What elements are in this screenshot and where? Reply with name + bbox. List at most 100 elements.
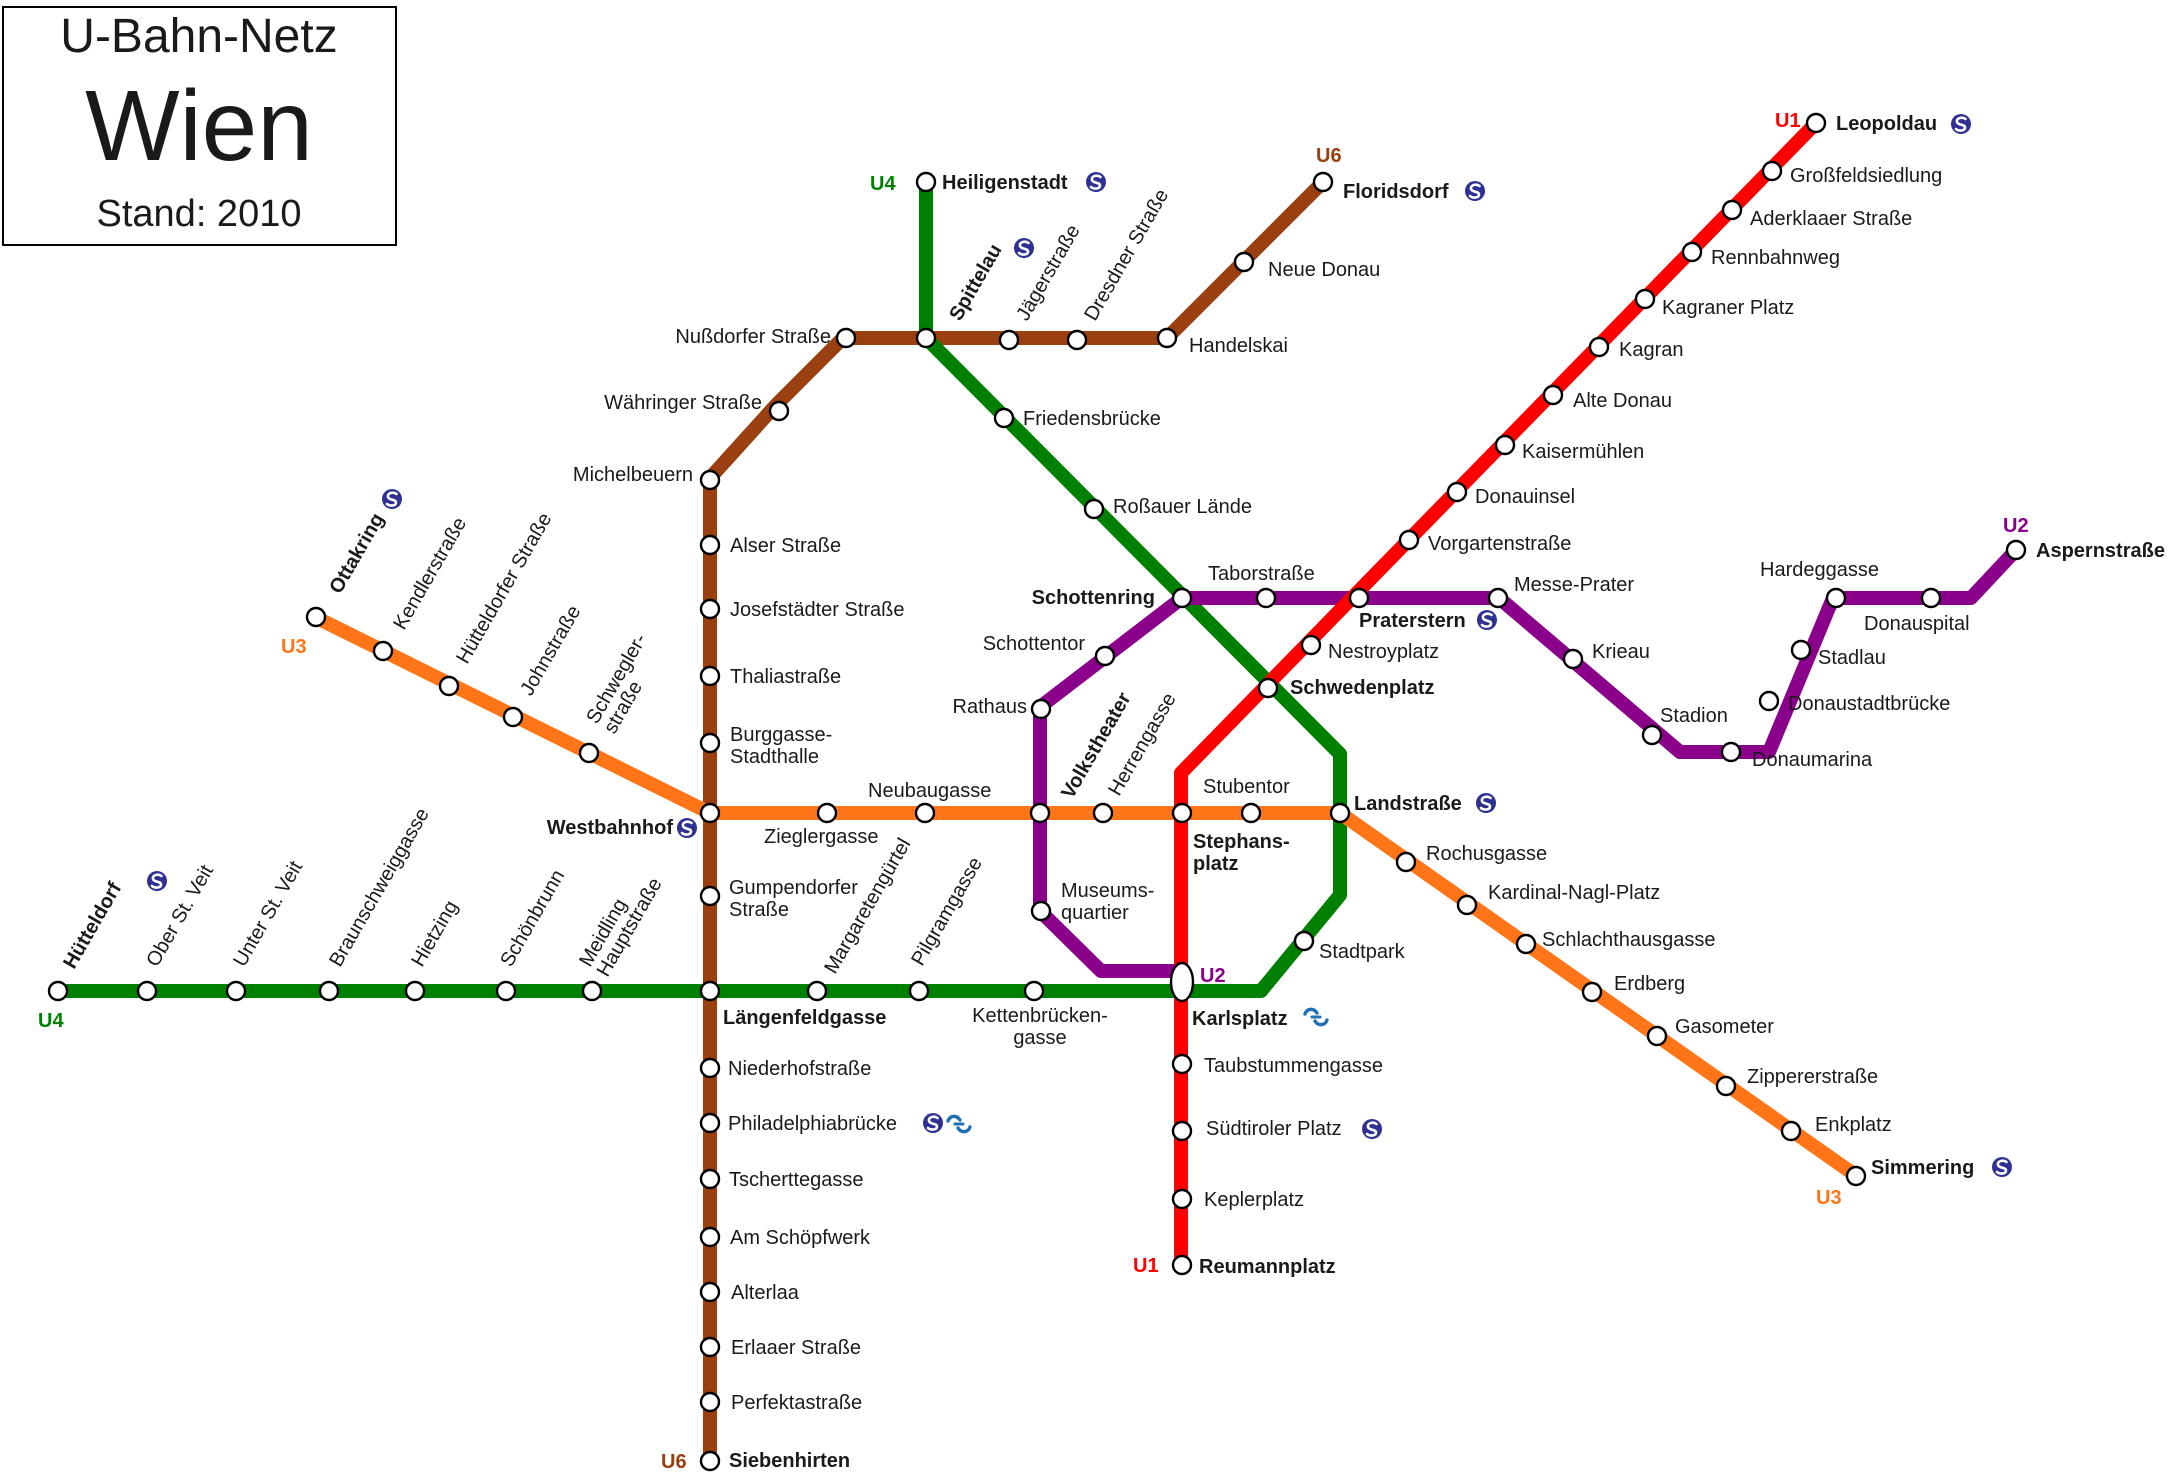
station-vorgartenstrasse[interactable]: Vorgartenstraße bbox=[1398, 529, 1571, 555]
station-marker[interactable] bbox=[1845, 1165, 1867, 1187]
station-marker[interactable] bbox=[1920, 587, 1942, 609]
station-marker[interactable] bbox=[998, 329, 1020, 351]
station-marker[interactable] bbox=[993, 407, 1015, 429]
station-marker[interactable] bbox=[699, 1168, 721, 1190]
station-marker[interactable] bbox=[1721, 199, 1743, 221]
station-marker[interactable] bbox=[305, 606, 327, 628]
station-marker[interactable] bbox=[1329, 802, 1351, 824]
station-stadion[interactable]: Stadion bbox=[1641, 705, 1728, 746]
station-stephansplatz[interactable]: Stephans-platz bbox=[1171, 802, 1290, 875]
station-marker[interactable] bbox=[1030, 900, 1052, 922]
station-marker[interactable] bbox=[1083, 498, 1105, 520]
line-u6-path[interactable] bbox=[703, 177, 1328, 1461]
station-suedtiroler-platz[interactable]: Südtiroler Platz bbox=[1171, 1117, 1384, 1142]
station-erlaaer-strasse[interactable]: Erlaaer Straße bbox=[699, 1336, 861, 1359]
station-erdberg[interactable]: Erdberg bbox=[1581, 973, 1685, 1003]
station-marker[interactable] bbox=[806, 980, 828, 1002]
station-marker[interactable] bbox=[816, 802, 838, 824]
station-marker[interactable] bbox=[915, 327, 937, 349]
station-marker[interactable] bbox=[1542, 384, 1564, 406]
station-margaretenguertel[interactable]: Margaretengürtel bbox=[806, 835, 915, 1002]
station-marker[interactable] bbox=[1494, 434, 1516, 456]
station-marker[interactable] bbox=[1171, 802, 1193, 824]
station-marker[interactable] bbox=[1348, 587, 1370, 609]
station-marker[interactable] bbox=[1825, 587, 1847, 609]
station-ottakring[interactable]: Ottakring bbox=[305, 487, 404, 628]
station-marker[interactable] bbox=[1171, 1188, 1193, 1210]
station-marker[interactable] bbox=[1171, 1120, 1193, 1142]
station-aderklaaer-strasse[interactable]: Aderklaaer Straße bbox=[1721, 199, 1912, 230]
station-neue-donau[interactable]: Neue Donau bbox=[1233, 251, 1380, 281]
station-marker[interactable] bbox=[1156, 327, 1178, 349]
station-marker[interactable] bbox=[1255, 587, 1277, 609]
station-marker[interactable] bbox=[1171, 1254, 1193, 1276]
station-marker[interactable] bbox=[1446, 481, 1468, 503]
station-josefstaedter-strasse[interactable]: Josefstädter Straße bbox=[699, 598, 905, 621]
station-simmering[interactable]: Simmering bbox=[1845, 1155, 2014, 1187]
station-michelbeuern[interactable]: Michelbeuern bbox=[573, 464, 721, 491]
station-marker[interactable] bbox=[1066, 329, 1088, 351]
station-marker[interactable] bbox=[1681, 241, 1703, 263]
station-schweglerstrasse[interactable]: Schwegler-straße bbox=[578, 630, 669, 764]
station-kettenbrueckengasse[interactable]: Kettenbrücken-gasse bbox=[972, 980, 1108, 1049]
station-marker[interactable] bbox=[1312, 171, 1334, 193]
station-westbahnhof[interactable]: Westbahnhof bbox=[547, 802, 721, 840]
station-marker[interactable] bbox=[1171, 587, 1193, 609]
station-neubaugasse[interactable]: Neubaugasse bbox=[868, 780, 991, 824]
station-nestroyplatz[interactable]: Nestroyplatz bbox=[1300, 634, 1439, 663]
station-marker[interactable] bbox=[699, 802, 721, 824]
station-marker[interactable] bbox=[915, 171, 937, 193]
station-marker[interactable] bbox=[699, 1112, 721, 1134]
station-nussdorfer-strasse[interactable]: Nußdorfer Straße bbox=[675, 326, 857, 349]
station-marker[interactable] bbox=[1720, 741, 1742, 763]
station-marker[interactable] bbox=[1030, 698, 1052, 720]
station-marker[interactable] bbox=[1588, 336, 1610, 358]
station-marker[interactable] bbox=[1790, 639, 1812, 661]
station-marker[interactable] bbox=[908, 980, 930, 1002]
station-waehringer-strasse[interactable]: Währinger Straße bbox=[604, 392, 790, 422]
station-marker[interactable] bbox=[225, 980, 247, 1002]
station-marker[interactable] bbox=[1094, 645, 1116, 667]
station-unter-st-veit[interactable]: Unter St. Veit bbox=[225, 857, 307, 1002]
station-marker[interactable] bbox=[699, 1226, 721, 1248]
station-marker[interactable] bbox=[699, 885, 721, 907]
station-kaisermuehlen[interactable]: Kaisermühlen bbox=[1494, 434, 1644, 463]
station-schottenring[interactable]: Schottenring bbox=[1032, 587, 1193, 609]
station-schlachthausgasse[interactable]: Schlachthausgasse bbox=[1515, 929, 1715, 955]
station-laengenfeldgasse[interactable]: Längenfeldgasse bbox=[699, 980, 886, 1029]
station-marker[interactable] bbox=[699, 598, 721, 620]
station-marker[interactable] bbox=[581, 980, 603, 1002]
station-alte-donau[interactable]: Alte Donau bbox=[1542, 384, 1672, 412]
station-taubstummengasse[interactable]: Taubstummengasse bbox=[1171, 1053, 1383, 1077]
station-landstrasse[interactable]: Landstraße bbox=[1329, 791, 1498, 824]
station-marker[interactable] bbox=[1169, 961, 1195, 1003]
station-marker[interactable] bbox=[1761, 160, 1783, 182]
station-huetteldorf[interactable]: Hütteldorf bbox=[47, 869, 169, 1002]
station-stadtpark[interactable]: Stadtpark bbox=[1293, 930, 1406, 963]
station-marker[interactable] bbox=[1646, 1025, 1668, 1047]
station-siebenhirten[interactable]: Siebenhirten bbox=[699, 1450, 850, 1472]
station-tscherttegasse[interactable]: Tscherttegasse bbox=[699, 1168, 864, 1191]
station-perfektastrasse[interactable]: Perfektastraße bbox=[699, 1391, 862, 1414]
station-marker[interactable] bbox=[1456, 894, 1478, 916]
station-schwedenplatz[interactable]: Schwedenplatz bbox=[1257, 677, 1434, 699]
station-reumannplatz[interactable]: Reumannplatz bbox=[1171, 1254, 1336, 1278]
station-niederhofstrasse[interactable]: Niederhofstraße bbox=[699, 1057, 871, 1080]
station-rochusgasse[interactable]: Rochusgasse bbox=[1395, 843, 1547, 873]
station-marker[interactable] bbox=[768, 400, 790, 422]
station-floridsdorf[interactable]: Floridsdorf bbox=[1312, 171, 1487, 203]
station-marker[interactable] bbox=[699, 980, 721, 1002]
station-marker[interactable] bbox=[1029, 802, 1051, 824]
station-praterstern[interactable]: Praterstern bbox=[1348, 587, 1499, 632]
station-marker[interactable] bbox=[1758, 690, 1780, 712]
station-spittelau[interactable]: Spittelau bbox=[915, 236, 1036, 349]
station-donaumarina[interactable]: Donaumarina bbox=[1720, 741, 1873, 771]
station-aspernstrasse[interactable]: Aspernstraße bbox=[2005, 539, 2165, 562]
station-leopoldau[interactable]: Leopoldau bbox=[1805, 112, 1973, 136]
station-marker[interactable] bbox=[1715, 1075, 1737, 1097]
station-marker[interactable] bbox=[1805, 112, 1827, 134]
station-handelskai[interactable]: Handelskai bbox=[1156, 327, 1288, 357]
station-stubentor[interactable]: Stubentor bbox=[1203, 776, 1290, 824]
station-marker[interactable] bbox=[699, 1057, 721, 1079]
